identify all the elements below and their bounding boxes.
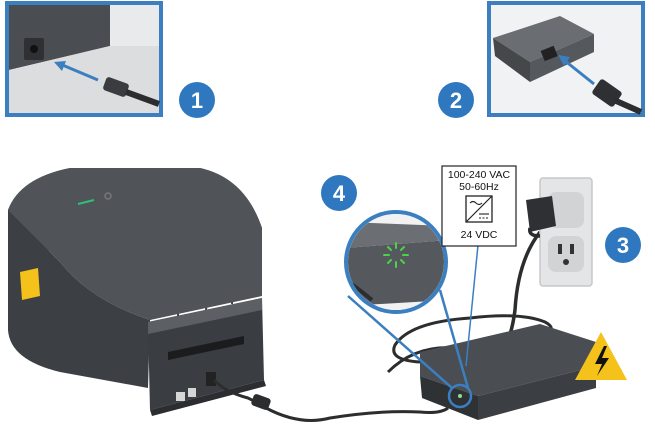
power-rating-label: 100-240 VAC 50-60Hz 24 VDC [441,165,517,367]
power-led-icon [383,242,409,268]
output-voltage-text: 24 VDC [461,229,498,241]
step-badge-4: 4 [321,175,357,211]
printer [8,168,266,416]
inset-printer-power-jack [5,1,163,117]
frequency-text: 50-60Hz [459,181,499,193]
step-number-4: 4 [333,181,346,206]
power-adapter [420,324,596,420]
step-number-1: 1 [191,88,203,113]
step-number-2: 2 [450,88,462,113]
step-badge-3: 3 [605,227,641,263]
high-voltage-warning-icon [575,332,627,380]
led-magnifier [344,210,470,389]
step-number-3: 3 [617,233,629,258]
power-supply-symbol-icon [465,195,493,223]
dc-power-cable [212,378,449,422]
inset-adapter-cord-inlet [487,1,645,117]
step-badge-1: 1 [179,82,215,118]
input-voltage-text: 100-240 VAC [448,169,511,181]
wall-outlet [526,177,593,287]
step-badge-2: 2 [438,82,474,118]
